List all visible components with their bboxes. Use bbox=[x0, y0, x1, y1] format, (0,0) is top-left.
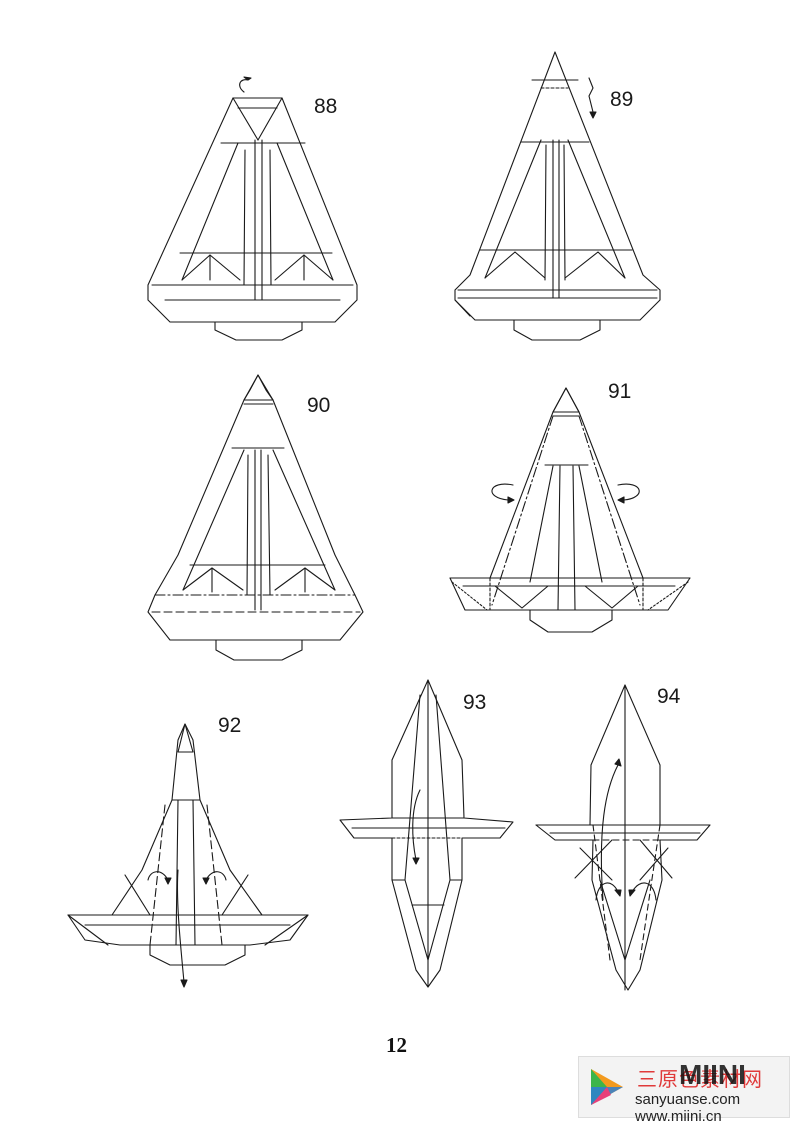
step-number-94: 94 bbox=[657, 685, 681, 708]
step-89-figure bbox=[454, 51, 661, 341]
play-logo-icon bbox=[585, 1065, 629, 1114]
watermark: 三原色素材网 MIINI sanyuanse.com www.miini.cn bbox=[578, 1056, 790, 1125]
step-93-figure bbox=[339, 679, 514, 988]
step-number-90: 90 bbox=[307, 394, 331, 417]
step-91-figure bbox=[449, 387, 691, 633]
step-88-figure bbox=[147, 76, 358, 341]
watermark-brand: MIINI bbox=[679, 1059, 746, 1090]
step-number-93: 93 bbox=[463, 691, 487, 714]
page-number: 12 bbox=[386, 1033, 407, 1057]
step-92-figure bbox=[67, 723, 309, 988]
step-94-figure bbox=[535, 684, 711, 991]
step-number-91: 91 bbox=[608, 380, 632, 403]
step-number-92: 92 bbox=[218, 714, 242, 737]
step-90-figure bbox=[147, 374, 364, 661]
step-number-89: 89 bbox=[610, 88, 634, 111]
watermark-chinese-text: 三原色素材网 bbox=[637, 1067, 763, 1091]
step-number-88: 88 bbox=[314, 95, 338, 118]
watermark-url: sanyuanse.com www.miini.cn bbox=[635, 1091, 741, 1125]
